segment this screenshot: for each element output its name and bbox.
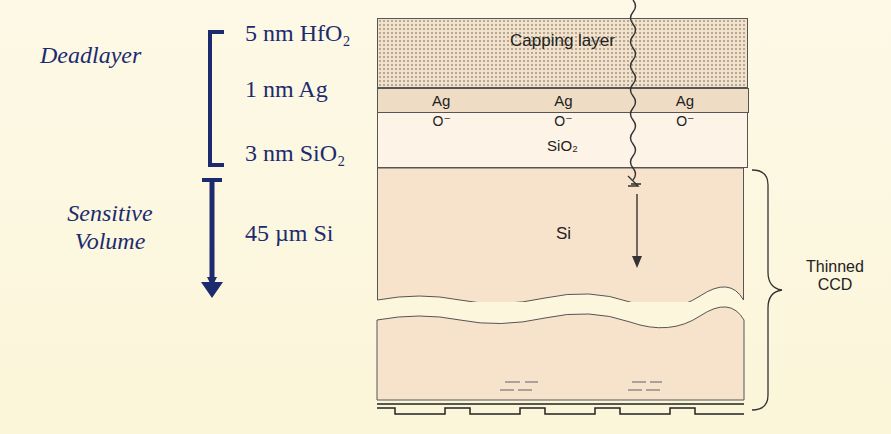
- region-name: Sensitive Volume: [40, 200, 180, 255]
- ccd-lower-band: [377, 307, 744, 400]
- layer-label: O⁻: [499, 113, 627, 129]
- dimension: 1 nm Ag: [245, 76, 328, 104]
- arrow-head: [201, 282, 223, 298]
- layer-label: Ag: [499, 92, 627, 109]
- drift-arrow: [636, 194, 637, 260]
- ion-cell: O⁻: [499, 113, 627, 133]
- layer-label: SiO₂: [378, 137, 747, 154]
- part-name: Thinned CCD: [790, 258, 880, 295]
- dimension: 3 nm SiO₂: [245, 140, 345, 168]
- depth-arrow: [210, 180, 215, 282]
- dimension: 45 µm Si: [245, 220, 334, 248]
- dimension: 5 nm HfO₂: [245, 20, 351, 48]
- drift-arrowhead: [632, 256, 642, 268]
- brace: [752, 170, 782, 410]
- electrodes: [377, 404, 744, 414]
- layer-label: O⁻: [622, 113, 749, 129]
- photon-head: [628, 176, 638, 186]
- layer-label: Si: [377, 224, 750, 244]
- charge-dashes: [500, 382, 662, 390]
- oxide-layer: SiO₂O⁻O⁻O⁻: [377, 113, 748, 168]
- electron-sign: [631, 183, 641, 185]
- layer-label: Capping layer: [378, 31, 747, 51]
- layer-label: Ag: [622, 92, 748, 109]
- ag-layer: Ag: [499, 88, 627, 113]
- ag-layer: Ag: [622, 88, 749, 113]
- layer-label: Ag: [378, 92, 504, 109]
- ag-layer: Ag: [377, 88, 504, 113]
- ion-cell: O⁻: [622, 113, 749, 133]
- layer-label: O⁻: [378, 113, 505, 129]
- capping-layer: Capping layer: [377, 18, 748, 88]
- ion-cell: O⁻: [378, 113, 505, 133]
- bracket: [210, 32, 224, 165]
- silicon-layer: Si: [377, 168, 750, 302]
- region-name: Deadlayer: [40, 42, 141, 70]
- photon-path: [631, 0, 636, 180]
